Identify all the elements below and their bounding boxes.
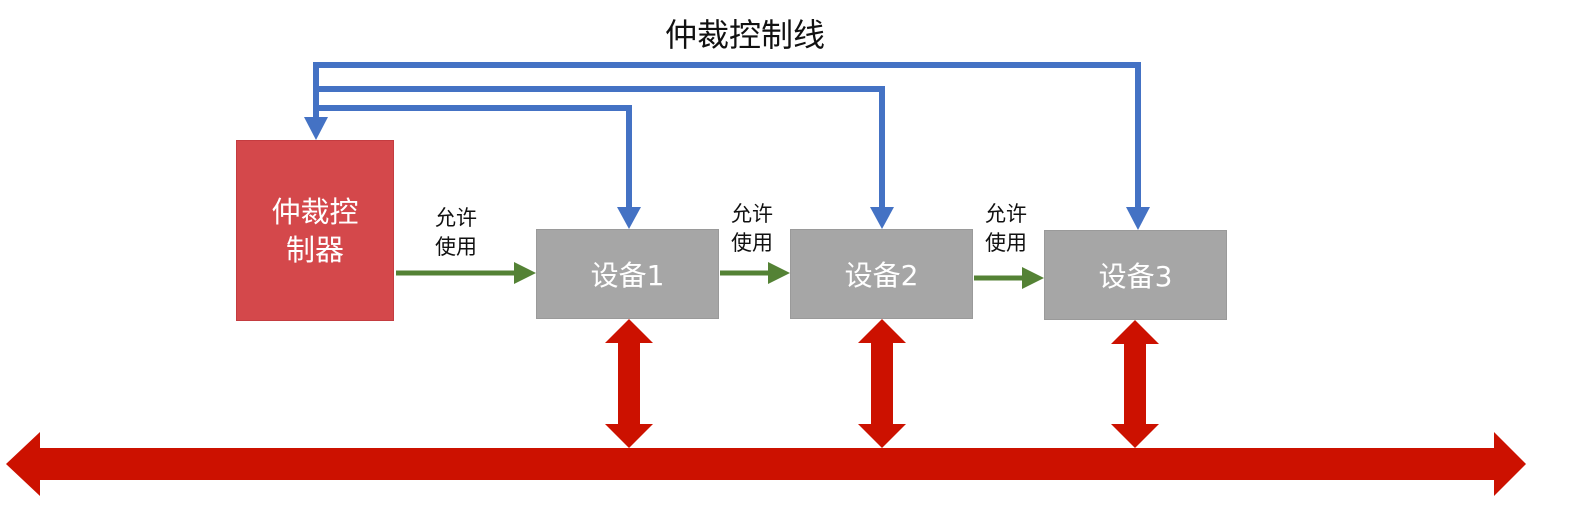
control-line-device1 (316, 105, 632, 210)
bus-connector-device2 (858, 319, 906, 448)
control-arrowhead-arbiter (304, 117, 328, 140)
device-2-label: 设备2 (844, 259, 919, 292)
grant-label-1: 允许使用 (435, 206, 477, 259)
control-arrowhead-device2 (870, 207, 894, 229)
system-bus-arrow (6, 432, 1526, 496)
control-line-device2 (316, 86, 885, 210)
device-1-box: 设备1 (536, 229, 719, 319)
arbiter-controller-box: 仲裁控制器 (236, 140, 394, 321)
control-arrowhead-device3 (1126, 207, 1150, 230)
bus-connector-device3 (1111, 320, 1159, 448)
bus-connector-device1 (605, 319, 653, 448)
device-3-label: 设备3 (1098, 260, 1173, 293)
control-arrowhead-device1 (617, 207, 641, 229)
control-lines (313, 62, 1141, 210)
device-3-box: 设备3 (1044, 230, 1227, 320)
grant-label-2: 允许使用 (731, 202, 773, 255)
device-1-label: 设备1 (590, 259, 665, 292)
arbiter-controller-label: 仲裁控制器 (271, 194, 359, 267)
grant-arrowhead-2 (768, 262, 790, 284)
grant-arrowhead-1 (514, 262, 536, 284)
grant-arrows (396, 262, 1044, 289)
device-2-box: 设备2 (790, 229, 973, 319)
grant-label-3: 允许使用 (985, 202, 1027, 255)
grant-arrowhead-3 (1022, 267, 1044, 289)
control-line-title: 仲裁控制线 (664, 16, 825, 54)
